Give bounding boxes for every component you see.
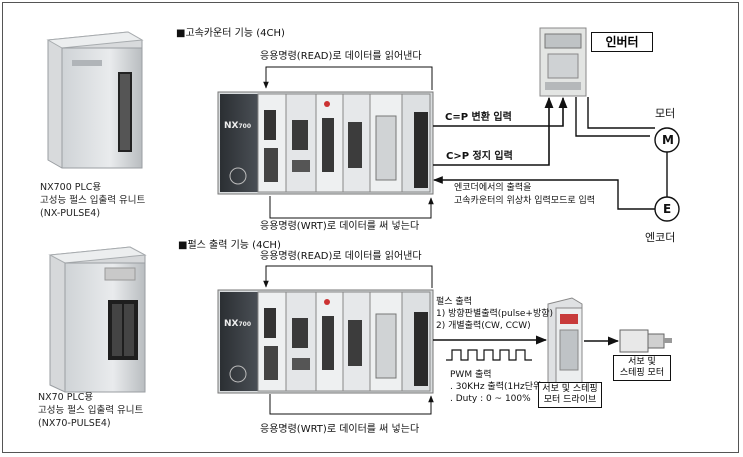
- plc-rack-bottom: [217, 289, 434, 394]
- top-read-arrow: [263, 66, 433, 90]
- diagram-frame: [2, 2, 739, 453]
- pwm-spec-2: . Duty : 0 ~ 100%: [450, 394, 531, 404]
- servo-motor-label: 서보 및 스테핑 모터: [613, 355, 671, 381]
- top-write-label: 응용명령(WRT)로 데이터를 써 넣는다: [260, 221, 420, 232]
- plc-logo-bottom-text: NX: [224, 319, 239, 329]
- plc-logo-top-text: NX: [224, 121, 239, 131]
- inverter-label: 인버터: [591, 32, 653, 52]
- top-unit-caption-2: 고성능 펄스 입출력 유니트: [40, 195, 146, 206]
- plc-logo-bottom: NX700: [224, 318, 251, 331]
- pulse-title: 펄스 출력: [436, 297, 472, 307]
- bottom-write-arrow: [269, 394, 434, 415]
- plc-logo-top: NX700: [224, 120, 251, 133]
- top-write-arrow: [269, 196, 434, 219]
- encoder-note-line1: 엔코더에서의 출력을: [454, 183, 532, 193]
- pwm-waveform: [446, 349, 532, 361]
- bottom-unit-caption-2: 고성능 펄스 입출력 유니트: [38, 405, 144, 416]
- plc-rack-top: [217, 91, 434, 195]
- bottom-section-title: ■펄스 출력 기능 (4CH): [178, 240, 281, 251]
- bottom-read-arrow: [263, 265, 433, 288]
- servo-motor-label-line1: 서보 및: [628, 357, 656, 367]
- plc-logo-bottom-sub: 700: [238, 321, 252, 328]
- servo-motor-device: [619, 329, 672, 353]
- top-unit-caption-3: (NX-PULSE4): [40, 208, 101, 219]
- bottom-unit-caption-1: NX70 PLC용: [38, 392, 94, 403]
- pulse-unit-photo-top: [46, 31, 144, 169]
- top-read-label: 응용명령(READ)로 데이터를 읽어낸다: [260, 51, 422, 62]
- servo-motor-label-line2: 스테핑 모터: [619, 368, 665, 378]
- servo-drive-device: [547, 297, 583, 389]
- pwm-spec-1: . 30KHz 출력(1Hz단위): [450, 382, 545, 392]
- servo-drive-label: 서보 및 스테핑 모터 드라이브: [538, 382, 602, 408]
- cp-stop-arrow: [433, 96, 554, 166]
- cp-convert-label: C=P 변환 입력: [445, 112, 512, 123]
- top-section-title: ■고속카운터 기능 (4CH): [176, 28, 285, 39]
- pulse-option-2: 2) 개별출력(CW, CCW): [436, 321, 531, 331]
- motor-label: 모터: [655, 107, 676, 120]
- servo-drive-label-line2: 모터 드라이브: [543, 395, 597, 405]
- pulse-unit-photo-bottom: [48, 246, 147, 393]
- encoder-symbol-text: E: [663, 202, 672, 216]
- plc-logo-top-sub: 700: [238, 123, 252, 130]
- inverter-device: [539, 27, 587, 97]
- encoder-label: 엔코더: [645, 231, 676, 244]
- bottom-unit-caption-3: (NX70-PULSE4): [38, 418, 111, 429]
- encoder-note-line2: 고속카운터의 위상차 입력모드로 입력: [454, 196, 596, 206]
- servo-drive-label-line1: 서보 및 스테핑: [542, 384, 598, 394]
- inverter-motor-line: [575, 97, 655, 137]
- cp-stop-label: C>P 정지 입력: [446, 151, 513, 162]
- cp-convert-arrow: [433, 96, 568, 127]
- top-unit-caption-1: NX700 PLC용: [40, 182, 102, 193]
- pulse-option-1: 1) 방향판별출력(pulse+방향): [436, 309, 554, 319]
- motor-symbol-text: M: [662, 133, 674, 147]
- bottom-write-label: 응용명령(WRT)로 데이터를 써 넣는다: [260, 424, 420, 435]
- bottom-read-label: 응용명령(READ)로 데이터를 읽어낸다: [260, 251, 422, 262]
- pwm-title: PWM 출력: [450, 370, 492, 380]
- encoder-feedback-arrow: [433, 176, 655, 210]
